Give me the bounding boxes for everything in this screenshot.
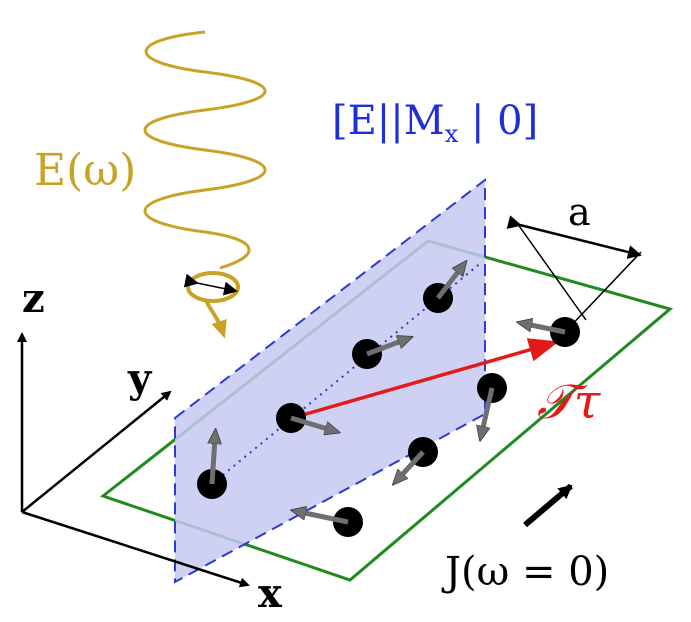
lattice-constant-marker: a xyxy=(506,190,642,333)
light-incoming-arrow xyxy=(204,299,227,339)
symmetry-label: [E||Mx | 0] xyxy=(332,98,538,148)
x-axis xyxy=(21,510,250,588)
gray-arrow-icon xyxy=(366,340,404,357)
gray-arrow-icon xyxy=(212,438,215,485)
lattice-tick-right xyxy=(564,251,642,333)
axis-z-label: z xyxy=(22,275,45,322)
axes: z y x xyxy=(17,275,283,617)
symmetry-label-main: [E||M xyxy=(332,98,445,144)
axis-y-label: y xyxy=(127,355,153,402)
gray-arrow-icon xyxy=(300,512,349,525)
current-arrow xyxy=(523,483,573,528)
atoms xyxy=(197,268,580,537)
translation-arrow xyxy=(291,338,559,420)
polarization-double-arrow xyxy=(183,273,238,296)
gray-arrow-icon xyxy=(436,268,461,300)
translation-operator-label: 𝒯τ xyxy=(537,374,602,430)
mirror-plane xyxy=(174,177,486,584)
lattice-tick-left xyxy=(516,222,587,321)
lattice-constant-label: a xyxy=(568,190,591,234)
wavy-line-icon xyxy=(143,30,267,270)
field-label: E(ω) xyxy=(34,145,136,196)
symmetry-label-subscript: x xyxy=(445,120,459,148)
gray-arrow-icon xyxy=(482,387,495,432)
symmetry-label-end: | 0] xyxy=(458,98,538,144)
axis-x-label: x xyxy=(258,570,283,617)
current-label: J(ω = 0) xyxy=(441,549,609,595)
y-axis xyxy=(21,390,172,513)
gray-arrow-icon xyxy=(399,450,425,478)
gray-arrow-icon xyxy=(526,324,566,335)
gray-arrow-icon xyxy=(290,415,331,430)
lattice-dimension-arrow xyxy=(506,215,642,259)
